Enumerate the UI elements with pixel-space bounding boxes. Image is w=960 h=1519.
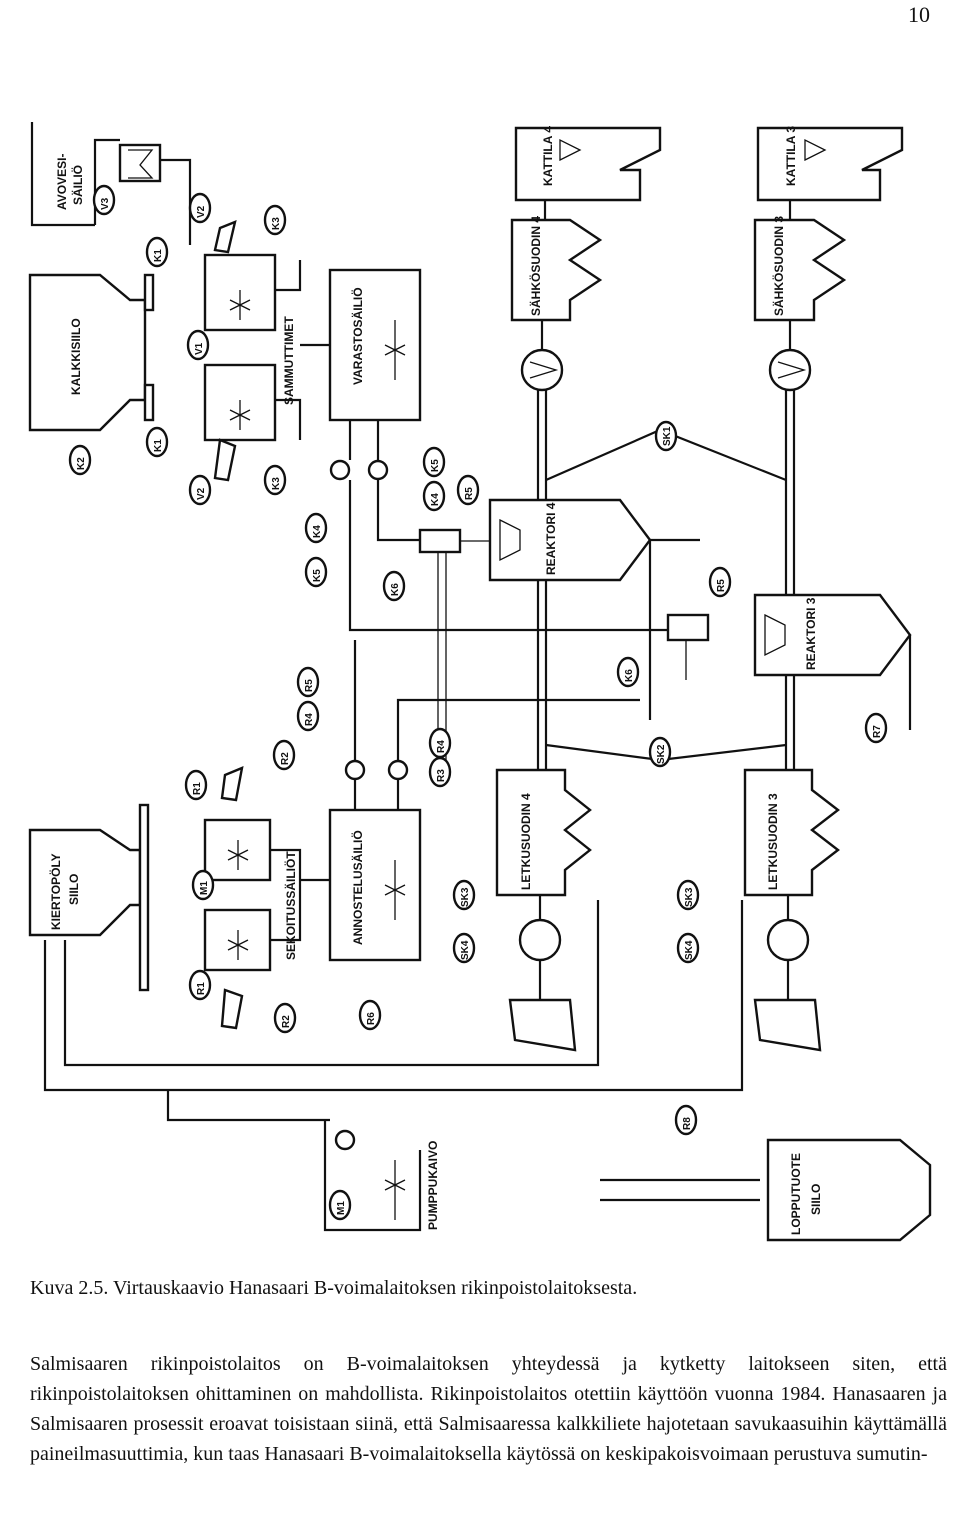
tag-r4-left: R4 [304, 713, 315, 726]
tag-v3: V3 [100, 197, 111, 210]
tag-k2: K2 [76, 457, 87, 470]
bag-filter-3-label: LETKUSUODIN 3 [766, 793, 780, 890]
esp-3-label: SÄHKÖSUODIN 3 [771, 216, 786, 316]
tag-r5-bottom: R5 [716, 579, 727, 592]
screw-conveyor [138, 803, 150, 992]
pump-m1-icon [334, 1129, 356, 1151]
tag-r1-top: R1 [192, 782, 203, 795]
bag-filter-3: LETKUSUODIN 3 [743, 768, 840, 897]
pump-well-label: PUMPPUKAIVO [426, 1141, 440, 1230]
boiler-4: KATTILA 4 [514, 126, 662, 202]
tag-k4-left: K4 [312, 525, 323, 538]
tag-r8: R8 [682, 1117, 693, 1130]
storage-tank-label: VARASTOSÄILIÖ [350, 287, 365, 385]
recirculation-silo: KIERTOPÖLY SIILO [28, 828, 142, 937]
boiler-3-label: KATTILA 3 [784, 126, 798, 186]
tag-v2-top: V2 [196, 205, 207, 218]
pump-k5-icon [367, 459, 389, 481]
tag-sk2: SK2 [656, 744, 667, 764]
tag-sk4-left: SK4 [460, 940, 471, 960]
fan-bag3-icon [766, 918, 810, 962]
nozzle-unit-3 [666, 613, 710, 642]
tag-k5-right: K5 [430, 459, 441, 472]
body-paragraph: Salmisaaren rikinpoistolaitos on B-voima… [30, 1353, 947, 1465]
tag-k4-right: K4 [430, 493, 441, 506]
boiler-4-label: KATTILA 4 [541, 126, 555, 186]
heat-exchanger [118, 143, 162, 183]
reactor-4-label: REAKTORI 4 [544, 502, 558, 575]
pump-well: PUMPPUKAIVO [323, 1120, 440, 1232]
lime-silo-label: KALKKISIILO [69, 318, 83, 395]
stack-3 [753, 998, 822, 1052]
tag-sk4-right: SK4 [684, 940, 695, 960]
tag-sk3-right: SK3 [684, 887, 695, 907]
reactor-4: REAKTORI 4 [488, 498, 652, 582]
figure-caption: Kuva 2.5. Virtauskaavio Hanasaari B-voim… [30, 1277, 638, 1299]
slakers-label: SAMMUTTIMET [282, 316, 296, 405]
nozzle-unit-4 [418, 528, 462, 554]
avovesi-tank: AVOVESI- SÄILIÖ [30, 122, 95, 227]
bag-filter-4: LETKUSUODIN 4 [495, 768, 592, 897]
tag-k1-top: K1 [153, 249, 164, 262]
dosing-tank: ANNOSTELUSÄILIÖ [328, 808, 422, 962]
tag-k6-top: K6 [390, 583, 401, 596]
pump-r4-icon [387, 759, 409, 781]
mixing-tanks-label: SEKOITUSSÄILIÖT [283, 851, 298, 960]
avovesi-label-1: AVOVESI- [55, 154, 69, 210]
tag-r1-bottom: R1 [196, 982, 207, 995]
flow-diagram: KATTILA 4 KATTILA 3 SÄHKÖSUODIN 4 SÄHKÖS… [28, 122, 932, 1242]
tag-v1: V1 [194, 342, 205, 355]
screw-k1a [143, 273, 155, 312]
tag-r6: R6 [366, 1012, 377, 1025]
end-product-label-2: SIILO [809, 1184, 823, 1215]
instrument-tags: V3 V2 K1 K3 V1 K2 K1 V2 K3 K4 K5 K5 K4 R… [68, 184, 888, 1221]
tag-r3-right: R3 [436, 769, 447, 782]
tag-r2-top: R2 [280, 752, 291, 765]
fan-bag4-icon [518, 918, 562, 962]
tag-k5-left: K5 [312, 569, 323, 582]
pump-r3-icon [344, 759, 366, 781]
esp-3: SÄHKÖSUODIN 3 [753, 216, 847, 322]
tag-r7: R7 [872, 725, 883, 738]
tag-m1-mid: M1 [199, 881, 210, 895]
tag-r5-top: R5 [464, 487, 475, 500]
end-product-label-1: LOPPUTUOTE [789, 1153, 803, 1235]
bag-filter-4-label: LETKUSUODIN 4 [519, 793, 533, 890]
reactor-3-label: REAKTORI 3 [804, 597, 818, 670]
end-product-silo: LOPPUTUOTE SIILO [766, 1138, 932, 1242]
storage-tank: VARASTOSÄILIÖ [328, 268, 422, 422]
recirculation-silo-label-2: SIILO [67, 874, 81, 905]
page-number: 10 [908, 2, 930, 27]
recirculation-silo-label-1: KIERTOPÖLY [48, 853, 63, 930]
lime-silo: KALKKISIILO [28, 273, 147, 432]
esp-4: SÄHKÖSUODIN 4 [510, 216, 603, 322]
tag-k6-bottom: K6 [624, 669, 635, 682]
dosing-tank-label: ANNOSTELUSÄILIÖ [350, 830, 365, 945]
tag-k3-bottom: K3 [271, 477, 282, 490]
screw-k1b [143, 383, 155, 422]
esp-4-label: SÄHKÖSUODIN 4 [528, 216, 543, 316]
stack-4 [508, 998, 577, 1052]
avovesi-label-2: SÄILIÖ [70, 165, 85, 205]
tag-m1-bottom: M1 [336, 1201, 347, 1215]
pump-k4-icon [329, 459, 351, 481]
tag-sk1: SK1 [662, 426, 673, 446]
reactor-3: REAKTORI 3 [753, 593, 912, 677]
boiler-3: KATTILA 3 [756, 126, 904, 202]
tag-v2-bottom: V2 [196, 487, 207, 500]
tag-k1-bottom: K1 [153, 439, 164, 452]
tag-r4-right: R4 [436, 740, 447, 753]
tag-k3-top: K3 [271, 217, 282, 230]
tag-r2-bottom: R2 [281, 1015, 292, 1028]
tag-sk3-left: SK3 [460, 887, 471, 907]
tag-r5-left: R5 [304, 679, 315, 692]
